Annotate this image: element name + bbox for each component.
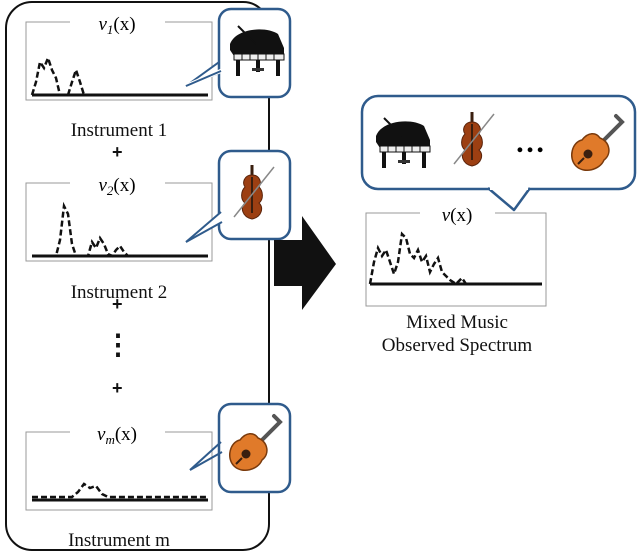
piano-bubble	[185, 7, 292, 99]
panel-2-spectrum-curve	[32, 201, 208, 258]
panel-2-func-label: v2(x)	[98, 175, 135, 198]
mixed-spectrum-curve	[368, 231, 542, 286]
panel-m-spectrum-curve	[32, 482, 208, 499]
mixing-arrow	[274, 216, 336, 310]
mixed-label-line2: Observed Spectrum	[381, 335, 533, 356]
mixed-ellipsis: …	[515, 126, 545, 159]
panel-m-func-label: vm(x)	[97, 424, 137, 447]
guitar-bubble	[189, 402, 292, 494]
plus-sign-2: +	[112, 294, 123, 314]
instrument-1-label: Instrument 1	[70, 120, 168, 141]
mixed-instruments-bubble: …	[360, 94, 637, 212]
plus-sign-3: +	[112, 378, 123, 398]
spectrum-panel-1: v1(x)	[25, 14, 213, 101]
instrument-group-frame	[5, 1, 270, 551]
violin-bubble	[185, 149, 292, 243]
spectrum-panel-m: vm(x)	[25, 424, 213, 511]
vertical-ellipsis: ⋮	[104, 330, 132, 361]
panel-1-spectrum-curve	[30, 54, 208, 97]
panel-1-func-label: v1(x)	[98, 14, 135, 37]
instrument-2-label: Instrument 2	[70, 282, 168, 303]
plus-sign-1: +	[112, 142, 123, 162]
mixed-label-line1: Mixed Music	[406, 312, 508, 333]
spectrum-panel-2: v2(x)	[25, 175, 213, 262]
mixed-func-label: v(x)	[442, 205, 473, 226]
mixed-spectrum-panel: v(x)	[365, 205, 547, 307]
instrument-m-label: Instrument m	[68, 530, 170, 551]
